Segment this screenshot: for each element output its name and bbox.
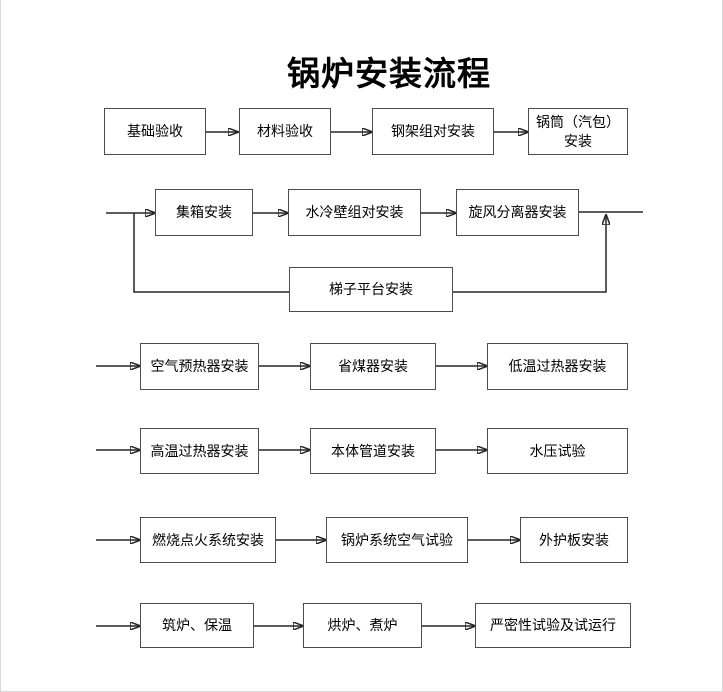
flow-node-furnace-drying-boiling: 烘炉、煮炉 [303, 603, 422, 648]
flow-node-ignition-system-installation: 燃烧点火系统安装 [140, 517, 276, 563]
flow-node-boiler-system-air-test: 锅炉系统空气试验 [326, 517, 468, 563]
flow-node-label: 本体管道安装 [331, 442, 415, 459]
flow-node-tightness-test-trial-run: 严密性试验及试运行 [475, 603, 631, 648]
flow-node-label: 高温过热器安装 [150, 442, 249, 459]
flow-node-label: 水冷壁组对安装 [305, 204, 404, 221]
edge-branch-to-ladder-platform [133, 213, 289, 293]
flow-node-economizer-installation: 省煤器安装 [310, 343, 436, 390]
flow-node-label: 锅炉系统空气试验 [341, 531, 453, 548]
flow-node-material-acceptance: 材料验收 [239, 108, 331, 155]
edge-ladder-platform-merge-up [453, 215, 606, 293]
flow-node-label: 燃烧点火系统安装 [152, 531, 264, 548]
flow-node-label: 钢架组对安装 [391, 123, 475, 140]
flow-node-label: 筑炉、保温 [162, 617, 232, 634]
flow-node-label: 旋风分离器安装 [468, 204, 567, 221]
flow-node-label: 水压试验 [529, 442, 586, 459]
flow-node-foundation-acceptance: 基础验收 [104, 108, 206, 155]
flow-node-label-line2: 安装 [564, 132, 592, 149]
flow-node-label: 烘炉、煮炉 [327, 617, 398, 634]
flow-node-label: 省煤器安装 [338, 358, 408, 375]
flow-node-label: 材料验收 [257, 123, 313, 140]
flow-node-outer-casing-installation: 外护板安装 [520, 517, 628, 563]
flow-node-label-line1: 锅筒（汽包） [536, 114, 620, 131]
flow-node-label: 集箱安装 [176, 204, 232, 221]
flow-node-label: 基础验收 [127, 123, 183, 140]
flow-node-label: 低温过热器安装 [508, 358, 607, 375]
flow-node-body-piping-installation: 本体管道安装 [310, 428, 436, 474]
flow-node-label: 梯子平台安装 [329, 281, 413, 298]
flow-node-high-temp-superheater-installation: 高温过热器安装 [140, 428, 259, 474]
diagram-title: 锅炉安装流程 [287, 55, 491, 92]
flow-node-steam-drum-installation: 锅筒（汽包） 安装 [528, 108, 628, 155]
flow-node-hydrostatic-test: 水压试验 [487, 428, 628, 474]
flow-node-furnace-building-insulation: 筑炉、保温 [140, 603, 254, 648]
flow-node-ladder-platform-installation: 梯子平台安装 [289, 267, 453, 312]
flow-node-steel-frame-assembly: 钢架组对安装 [372, 108, 494, 155]
flow-node-low-temp-superheater-installation: 低温过热器安装 [487, 343, 628, 390]
flow-node-label: 空气预热器安装 [150, 358, 249, 375]
flow-node-water-wall-assembly: 水冷壁组对安装 [288, 189, 421, 236]
flow-node-label: 外护板安装 [539, 531, 609, 548]
flow-node-air-preheater-installation: 空气预热器安装 [140, 343, 259, 390]
flow-node-cyclone-separator-installation: 旋风分离器安装 [456, 189, 579, 236]
flow-node-label: 严密性试验及试运行 [490, 617, 616, 634]
flow-node-header-installation: 集箱安装 [155, 189, 253, 236]
